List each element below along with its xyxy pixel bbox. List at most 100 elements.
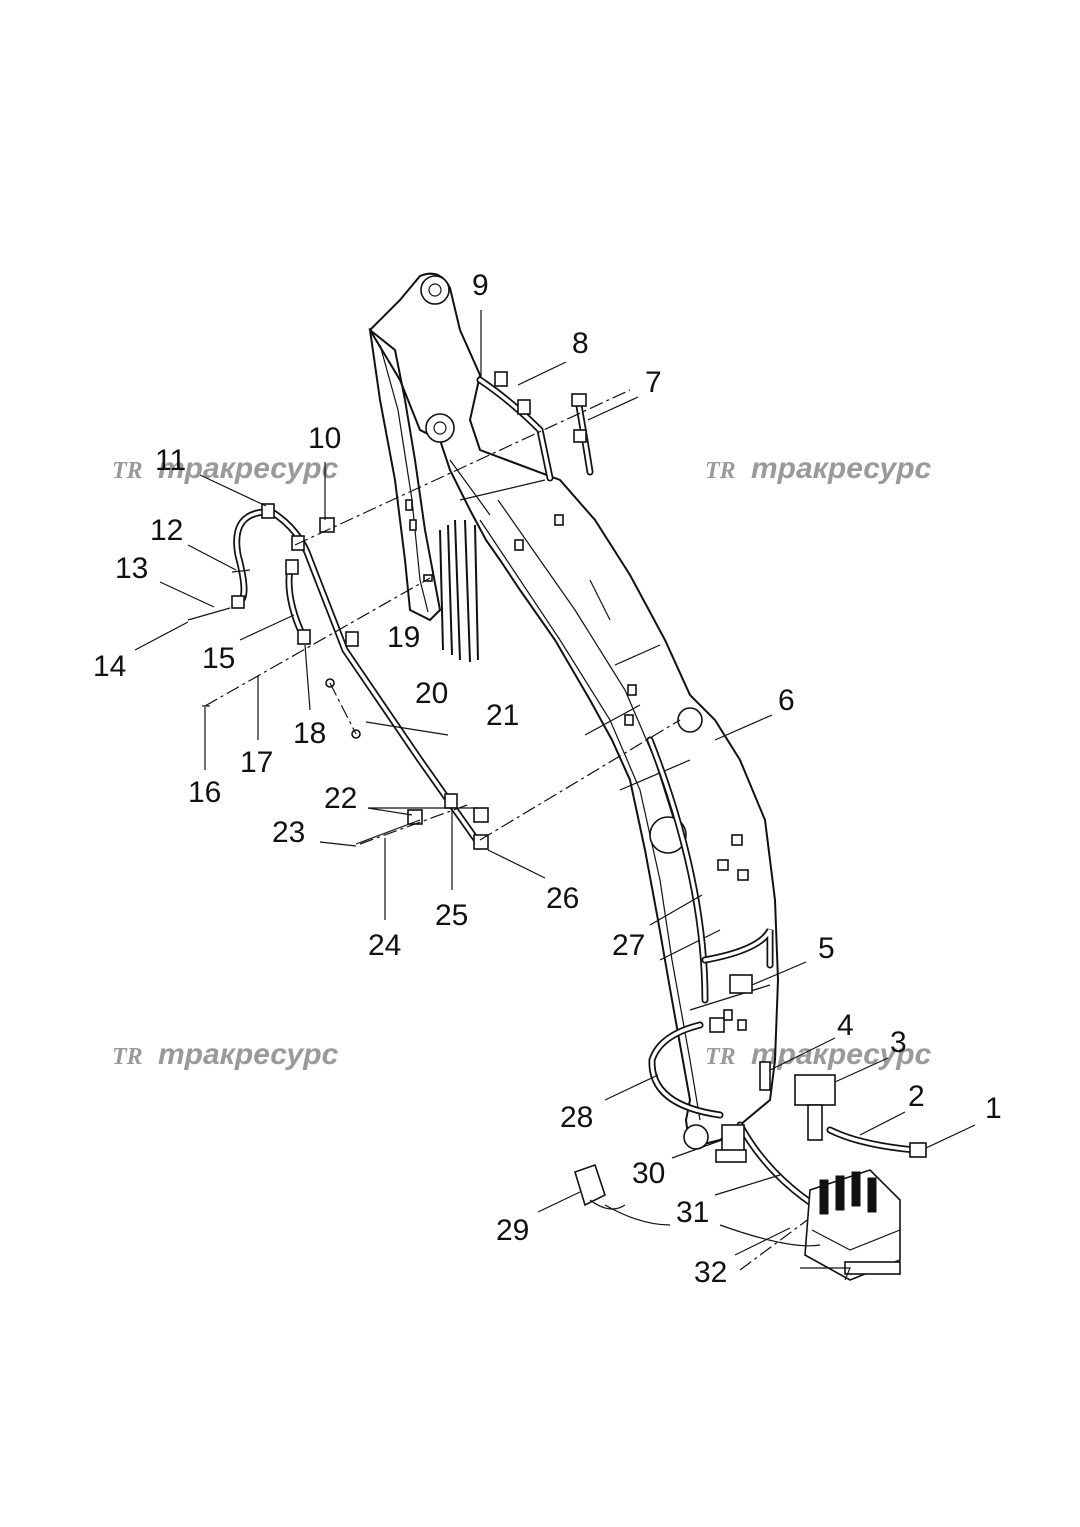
callout-9: 9	[472, 269, 489, 302]
leader-7	[587, 396, 639, 421]
cylinder-bundle	[439, 519, 479, 663]
left-hose-assembly	[231, 503, 489, 850]
part-10-block	[319, 517, 335, 533]
valve-seam	[811, 1229, 901, 1251]
bolt-19-top	[423, 574, 433, 582]
callout-24: 24	[368, 929, 401, 962]
leader-29	[537, 1191, 581, 1213]
arm-rib	[584, 704, 641, 736]
callout-31: 31	[676, 1196, 709, 1229]
callout-13: 13	[115, 552, 148, 585]
valve-spool	[851, 1171, 861, 1207]
bracket	[717, 859, 729, 871]
leader-11	[199, 474, 267, 507]
leader-14	[134, 621, 189, 651]
clamp-22-right	[473, 807, 489, 823]
arm-cylinder-pin-hole	[433, 421, 447, 435]
callout-20: 20	[415, 677, 448, 710]
bracket	[405, 499, 413, 511]
callout-16: 16	[188, 776, 221, 809]
leader-8	[517, 361, 567, 386]
watermark-top-left: TR тракресурс	[112, 452, 339, 485]
leader-21	[365, 721, 449, 736]
callout-30: 30	[632, 1157, 665, 1190]
assembly-line-32	[739, 1217, 811, 1271]
boom-upper-boss	[677, 707, 703, 733]
callout-14: 14	[93, 650, 126, 683]
valve-spool	[835, 1175, 845, 1211]
callout-28: 28	[560, 1101, 593, 1134]
arm-rib	[619, 759, 691, 791]
bracket	[627, 684, 637, 696]
hose-pedal-to-valve	[719, 1224, 821, 1247]
bracket-4	[759, 1061, 771, 1091]
bracket	[737, 869, 749, 881]
bracket	[624, 714, 634, 726]
arm-hose-8-inner	[478, 378, 552, 480]
arm-rib	[589, 579, 611, 621]
top-pin-boss	[420, 275, 450, 305]
bracket	[409, 519, 417, 531]
part-7-clamp	[573, 429, 587, 443]
callout-23: 23	[272, 816, 305, 849]
watermark-logo: TR	[112, 458, 143, 484]
fitting-13	[231, 595, 245, 609]
callout-5: 5	[818, 932, 835, 965]
watermark-text: тракресурс	[158, 452, 339, 485]
leader-4	[769, 1037, 836, 1071]
control-valve-32	[800, 1169, 901, 1281]
leader-15	[239, 614, 295, 641]
callout-32: 32	[694, 1256, 727, 1289]
fitting-18	[297, 629, 311, 645]
callout-7: 7	[645, 366, 662, 399]
leader-26	[487, 849, 546, 879]
pedal-29	[574, 1163, 606, 1207]
arm-plate-line	[379, 344, 429, 613]
boom-drawing	[368, 272, 780, 1150]
bracket	[731, 834, 743, 846]
leader-18	[304, 644, 311, 711]
assembly-line-19	[329, 682, 357, 735]
callout-19: 19	[387, 621, 420, 654]
leader-13	[159, 581, 215, 608]
hose-28-inner	[650, 1023, 722, 1117]
leader-31	[714, 1174, 781, 1196]
bolt-12	[231, 569, 251, 573]
watermark-logo: TR	[705, 1044, 736, 1070]
leader-1	[925, 1124, 976, 1149]
clamp-21b	[345, 631, 359, 647]
assembly-lines	[204, 389, 811, 1271]
leader-27	[649, 894, 703, 926]
pedal-29-base	[589, 1199, 626, 1210]
bracket	[514, 539, 524, 551]
arm-fitting-9	[494, 371, 508, 387]
bracket	[723, 1009, 733, 1021]
arm-rib	[659, 929, 721, 961]
watermark-text: тракресурс	[751, 1038, 932, 1071]
bolt-23	[355, 819, 421, 845]
leader-12	[187, 544, 237, 571]
callout-21: 21	[486, 699, 519, 732]
watermark-logo: TR	[705, 458, 736, 484]
bracket	[554, 514, 564, 526]
leader-lines	[134, 310, 976, 1256]
watermark-text: тракресурс	[751, 452, 932, 485]
assembly-line-24	[359, 803, 471, 845]
fitting-11	[261, 503, 275, 519]
top-pin-hole	[428, 283, 442, 297]
fitting-26	[473, 834, 489, 850]
fitting-28	[709, 1017, 725, 1033]
leader-32	[734, 1227, 791, 1256]
callout-6: 6	[778, 684, 795, 717]
callout-26: 26	[546, 882, 579, 915]
leader-2	[859, 1111, 906, 1136]
assembly-line-10	[294, 389, 631, 546]
valve-3	[794, 1074, 836, 1106]
callout-25: 25	[435, 899, 468, 932]
leader-3	[834, 1057, 889, 1083]
arm-left-plate	[368, 327, 442, 622]
leader-28	[604, 1074, 659, 1101]
valve-5	[729, 974, 753, 994]
callout-3: 3	[890, 1026, 907, 1059]
